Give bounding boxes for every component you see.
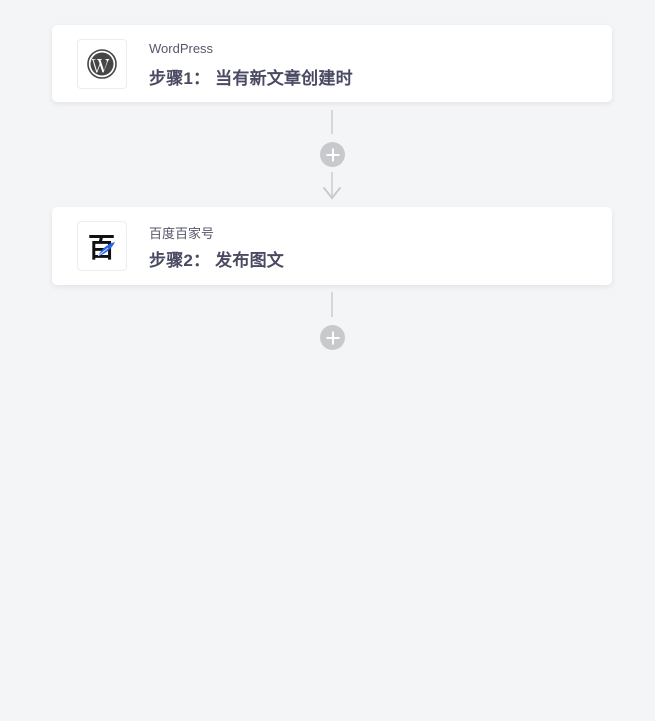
baijiahao-icon: 百: [88, 233, 115, 262]
app-icon-box: [77, 39, 127, 89]
step-card-2[interactable]: 百 百度百家号 步骤2： 发布图文: [52, 207, 612, 285]
connector-line: [331, 292, 333, 317]
add-step-button[interactable]: [320, 325, 345, 350]
app-icon-box: 百: [77, 221, 127, 271]
step-title: 步骤2： 发布图文: [149, 251, 284, 270]
connector-line: [331, 172, 333, 196]
app-name: 百度百家号: [149, 226, 215, 241]
arrow-down-icon: [323, 187, 341, 200]
connector-line: [331, 110, 333, 134]
step-title: 步骤1： 当有新文章创建时: [149, 69, 353, 88]
add-step-button[interactable]: [320, 142, 345, 167]
step-card-1[interactable]: WordPress 步骤1： 当有新文章创建时: [52, 25, 612, 102]
app-name: WordPress: [149, 41, 214, 56]
wordpress-icon: [87, 49, 117, 79]
